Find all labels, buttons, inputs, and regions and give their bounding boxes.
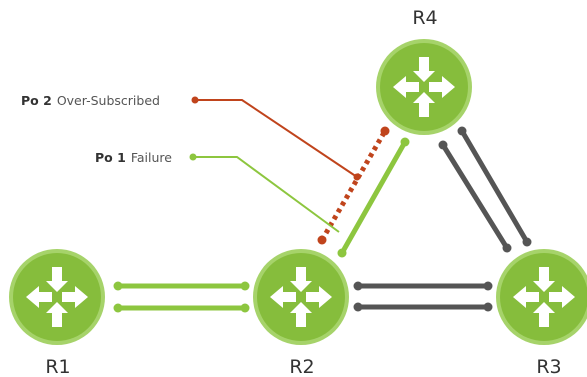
callout-po2-label: Po 2 Over-Subscribed [21,93,160,108]
router-r1 [9,249,105,345]
callout-po1-status: Failure [131,150,172,165]
link-po1-r2-r4 [337,137,410,258]
router-r4 [376,39,472,135]
router-r4-label: R4 [412,7,437,29]
callout-po1-leader [189,153,340,233]
link-r4-r3 [438,126,532,253]
router-r3 [496,249,587,345]
callout-po1-name: Po 1 [95,150,126,165]
callout-po2-status: Over-Subscribed [57,93,160,108]
router-r2 [253,249,349,345]
link-r2-r3 [353,281,493,312]
router-r2-label: R2 [289,356,314,377]
link-po2-r2-r4 [317,126,390,245]
callout-po1-label: Po 1 Failure [95,150,172,165]
router-r3-label: R3 [536,356,561,377]
link-r1-r2 [113,281,250,313]
callout-po2-name: Po 2 [21,93,52,108]
callout-po2-leader [191,96,361,181]
router-r1-label: R1 [45,356,70,377]
